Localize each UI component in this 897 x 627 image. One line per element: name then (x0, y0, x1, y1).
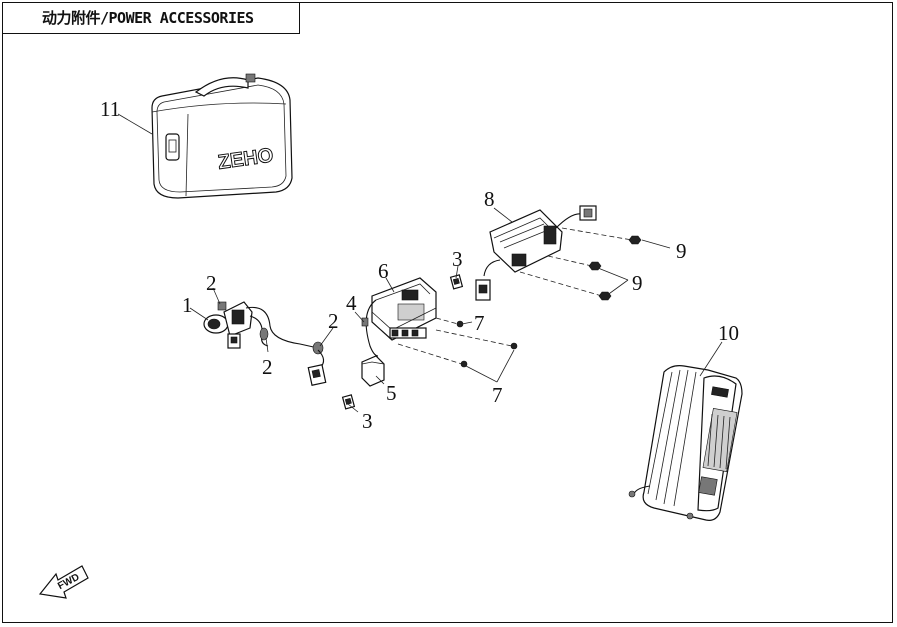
part-10-radiator (628, 365, 743, 521)
part-2-wiring-harness (245, 306, 327, 386)
part-9-nuts (519, 227, 642, 301)
part-8-controller (475, 205, 597, 301)
callout-9-upper: 9 (676, 239, 687, 263)
callout-7-upper: 7 (474, 311, 485, 335)
callout-8: 8 (484, 187, 495, 211)
callout-labels: 11 1 2 2 2 3 3 4 5 6 7 7 8 9 9 10 (100, 97, 739, 433)
part-1-switch-assembly (203, 301, 253, 349)
callout-9-lower: 9 (632, 271, 643, 295)
callout-1: 1 (182, 293, 193, 317)
part-3-upper-connector (449, 274, 464, 290)
part-7-bolts (397, 317, 518, 368)
callout-2-right: 2 (328, 309, 339, 333)
leader-lines (117, 113, 723, 413)
callout-2-lower: 2 (262, 355, 273, 379)
callout-10: 10 (718, 321, 739, 345)
fwd-direction-arrow: FWD (38, 565, 89, 599)
callout-2-upper: 2 (206, 271, 217, 295)
callout-3-upper: 3 (452, 247, 463, 271)
part-3-lower-connector (341, 394, 356, 410)
callout-4: 4 (346, 291, 357, 315)
part-5-sensor (361, 355, 385, 387)
part-11-storage-case: ZEHO (151, 73, 293, 199)
part-6-ecu (371, 277, 437, 341)
page-title: 动力附件/POWER ACCESSORIES (42, 9, 254, 27)
callout-7-lower: 7 (492, 383, 503, 407)
callout-5: 5 (386, 381, 397, 405)
callout-3-lower: 3 (362, 409, 373, 433)
part-4-cable (361, 299, 379, 357)
title-box: 动力附件/POWER ACCESSORIES (2, 2, 300, 34)
callout-6: 6 (378, 259, 389, 283)
callout-11: 11 (100, 97, 120, 121)
